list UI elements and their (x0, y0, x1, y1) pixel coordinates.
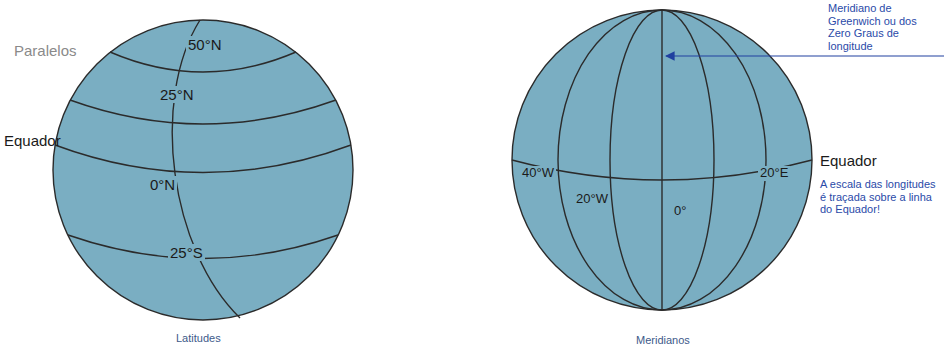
equator-caption: Equador (4, 132, 61, 149)
scale-note: A escala das longitudes é traçada sobre … (820, 178, 942, 216)
longitude-value: 0° (672, 204, 688, 219)
latitude-value: 0°N (148, 176, 177, 193)
greenwich-pointer (666, 55, 944, 56)
parallels-caption: Paralelos (14, 42, 77, 59)
greenwich-note: Meridiano de Greenwich ou dos Zero Graus… (828, 2, 940, 53)
latitude-value: 25°N (158, 86, 196, 103)
latitude-globe (53, 20, 353, 320)
figure-caption: Meridianos (636, 334, 690, 347)
meridian-globe (512, 10, 812, 310)
longitude-value: 40°W (520, 166, 556, 181)
equator-caption: Equador (820, 152, 877, 169)
figure-caption: Latitudes (176, 332, 221, 345)
longitude-value: 20°W (574, 192, 610, 207)
longitude-value: 20°E (758, 166, 790, 181)
latitude-value: 50°N (186, 36, 224, 53)
latitude-value: 25°S (168, 244, 205, 261)
